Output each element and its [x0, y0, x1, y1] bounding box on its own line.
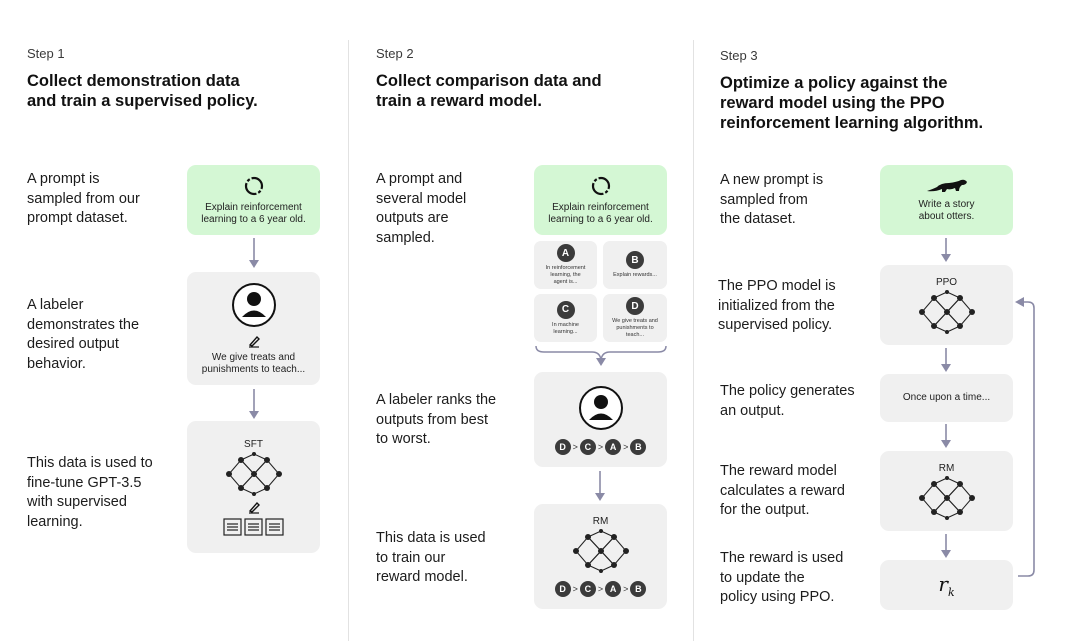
brace-icon [535, 345, 667, 366]
step1-labeler-box: We give treats and punishments to teach.… [187, 272, 320, 385]
arrow-down-icon [941, 238, 951, 262]
step2-text-labeler: A labeler ranks the outputs from best to… [376, 392, 497, 447]
output-a-text: In reinforcement learning, the agent is.… [545, 265, 586, 285]
person-icon [578, 385, 623, 430]
output-c-card: C In machine learning... [534, 294, 597, 342]
output-b-text: Explain rewards... [613, 272, 657, 279]
step3-rm-box: RM [880, 451, 1013, 531]
step1-prompt-box: Explain reinforcement learning to a 6 ye… [187, 165, 320, 235]
rank-badge: C [579, 438, 596, 455]
step1-demo-text: We give treats and punishments to teach.… [201, 351, 306, 375]
step3-reward-box: rk [880, 560, 1013, 610]
rank-badge: C [579, 581, 596, 597]
rank-badge: B [630, 438, 647, 455]
arrow-down-icon [595, 471, 605, 501]
neural-network-icon [918, 475, 975, 520]
step3-title: Optimize a policy against the reward mod… [720, 74, 984, 132]
pencil-icon [248, 335, 260, 348]
step2-text-train: This data is used to train our reward mo… [376, 530, 486, 585]
step2-rm-box: RM D> C> A> B [534, 504, 667, 609]
step1-text-labeler: A labeler demonstrates the desired outpu… [27, 297, 140, 372]
rm-label: RM [938, 462, 955, 474]
arrow-down-icon [249, 389, 259, 419]
ranking-row: D> C> A> B [554, 438, 647, 455]
output-c-badge: C [556, 300, 575, 319]
rank-badge: A [605, 438, 622, 455]
step1-text-finetune: This data is used to fine-tune GPT-3.5 w… [27, 455, 153, 530]
rank-badge: D [554, 581, 571, 597]
step3-ppo-box: PPO [880, 265, 1013, 345]
otter-icon [926, 179, 967, 192]
output-b-card: B Explain rewards... [603, 241, 667, 289]
neural-network-icon [918, 289, 975, 334]
rank-badge: D [554, 438, 571, 455]
output-d-card: D We give treats and punishments to teac… [603, 294, 667, 342]
arrow-down-icon [941, 534, 951, 558]
step3-prompt-text: Write a story about otters. [918, 199, 975, 222]
neural-network-icon [225, 451, 282, 496]
step1-label: Step 1 [27, 46, 65, 61]
arrow-down-icon [941, 424, 951, 448]
feedback-loop-arrow-icon [1015, 297, 1035, 577]
step1-text-prompt: A prompt is sampled from our prompt data… [27, 171, 140, 226]
reward-symbol: rk [938, 572, 954, 599]
rm-label: RM [592, 516, 609, 527]
step3-prompt-box: Write a story about otters. [880, 165, 1013, 235]
step2-text-prompt: A prompt and several model outputs are s… [376, 171, 467, 246]
step2-label: Step 2 [376, 46, 414, 61]
person-icon [231, 282, 276, 327]
rank-badge: B [630, 581, 647, 597]
output-b-badge: B [626, 251, 644, 270]
arrow-down-icon [249, 238, 259, 268]
ranking-row: D> C> A> B [554, 581, 647, 597]
step3-label: Step 3 [720, 48, 758, 63]
documents-icon [222, 517, 284, 536]
step2-prompt-box: Explain reinforcement learning to a 6 ye… [534, 165, 667, 235]
step3-output-box: Once upon a time... [880, 374, 1013, 422]
output-c-text: In machine learning... [552, 321, 579, 335]
step2-title: Collect comparison data and train a rewa… [376, 72, 602, 110]
step1-sft-box: SFT [187, 421, 320, 553]
refresh-icon [591, 176, 610, 195]
ppo-label: PPO [935, 276, 958, 288]
column-divider-1 [348, 40, 349, 641]
step1-title: Collect demonstration data and train a s… [27, 72, 258, 110]
output-d-badge: D [626, 297, 644, 316]
rank-badge: A [605, 581, 622, 597]
reward-r: r [938, 571, 948, 596]
step3-output-text: Once upon a time... [902, 392, 991, 403]
step2-rank-box: D> C> A> B [534, 372, 667, 467]
output-a-badge: A [556, 244, 575, 263]
step3-text-reward: The reward model calculates a reward for… [720, 463, 845, 518]
step1-prompt-text: Explain reinforcement learning to a 6 ye… [201, 201, 306, 225]
pencil-icon [248, 501, 260, 514]
output-d-text: We give treats and punishments to teach.… [612, 318, 658, 338]
output-a-card: A In reinforcement learning, the agent i… [534, 241, 597, 289]
step3-text-prompt: A new prompt is sampled from the dataset… [720, 172, 824, 227]
sft-label: SFT [244, 438, 263, 450]
arrow-down-icon [941, 348, 951, 372]
step3-text-update: The reward is used to update the policy … [720, 550, 844, 605]
neural-network-icon [572, 529, 629, 573]
refresh-icon [244, 176, 263, 195]
step2-prompt-text: Explain reinforcement learning to a 6 ye… [548, 201, 653, 225]
column-divider-2 [693, 40, 694, 641]
step3-text-ppo: The PPO model is initialized from the su… [718, 278, 836, 333]
step3-text-generate: The policy generates an output. [720, 383, 855, 419]
reward-subscript: k [947, 585, 955, 599]
